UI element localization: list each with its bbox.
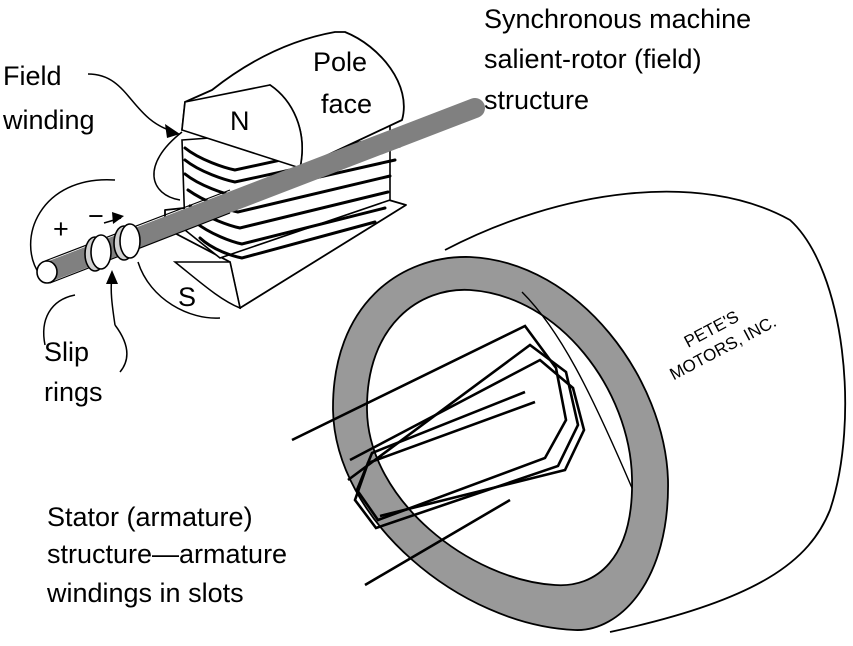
rotor-outline-top [153,131,183,201]
minus-arrowhead [112,212,124,224]
field-winding-label-line2: winding [2,105,95,135]
slip-ring-2 [113,223,141,261]
slip-rings-bracket [43,294,76,346]
shaft-end [36,260,58,284]
south-pole-label: S [178,282,196,312]
plus-terminal-label: + [53,214,69,244]
minus-terminal-label: − [88,201,104,231]
shaft-outline-bottom [49,212,231,284]
rotor-title-line3: structure [484,85,589,115]
pole-face-label-line1: Pole [313,47,367,77]
rotor-outline-bottom [137,261,221,319]
slip-rings-arrowhead [106,270,118,284]
north-pole-face [181,84,303,170]
field-winding-leader [87,73,176,133]
armature-winding-2 [347,343,580,530]
stator-title-line1: Stator (armature) [47,502,253,532]
slip-rings-label-line2: rings [44,377,103,407]
rotor-title-line1: Synchronous machine [484,4,751,34]
stator-front-ring [332,256,669,631]
labels: Field winding Pole face N S + − Slip rin… [2,4,779,608]
pole-face-label-line2: face [321,89,372,119]
stator-title-line3: windings in slots [46,578,244,608]
rotor-title-line2: salient-rotor (field) [484,44,702,74]
rotor-structure [30,31,485,319]
slip-rings-leader [110,274,128,373]
brush-lead [30,179,116,276]
field-winding-arrowhead [165,124,180,138]
field-winding-label-line1: Field [3,61,62,91]
slip-rings-label-line1: Slip [44,337,89,367]
shaft-outline-top [44,189,231,262]
leader-lines [43,73,180,373]
slip-ring-1 [84,234,112,272]
stator-bore-arc [521,291,633,489]
stator-structure [291,190,847,633]
south-pole-face [172,261,242,310]
armature-winding-3 [349,358,586,587]
stator-title-line2: structure—armature [47,539,287,569]
north-pole-label: N [230,106,250,136]
